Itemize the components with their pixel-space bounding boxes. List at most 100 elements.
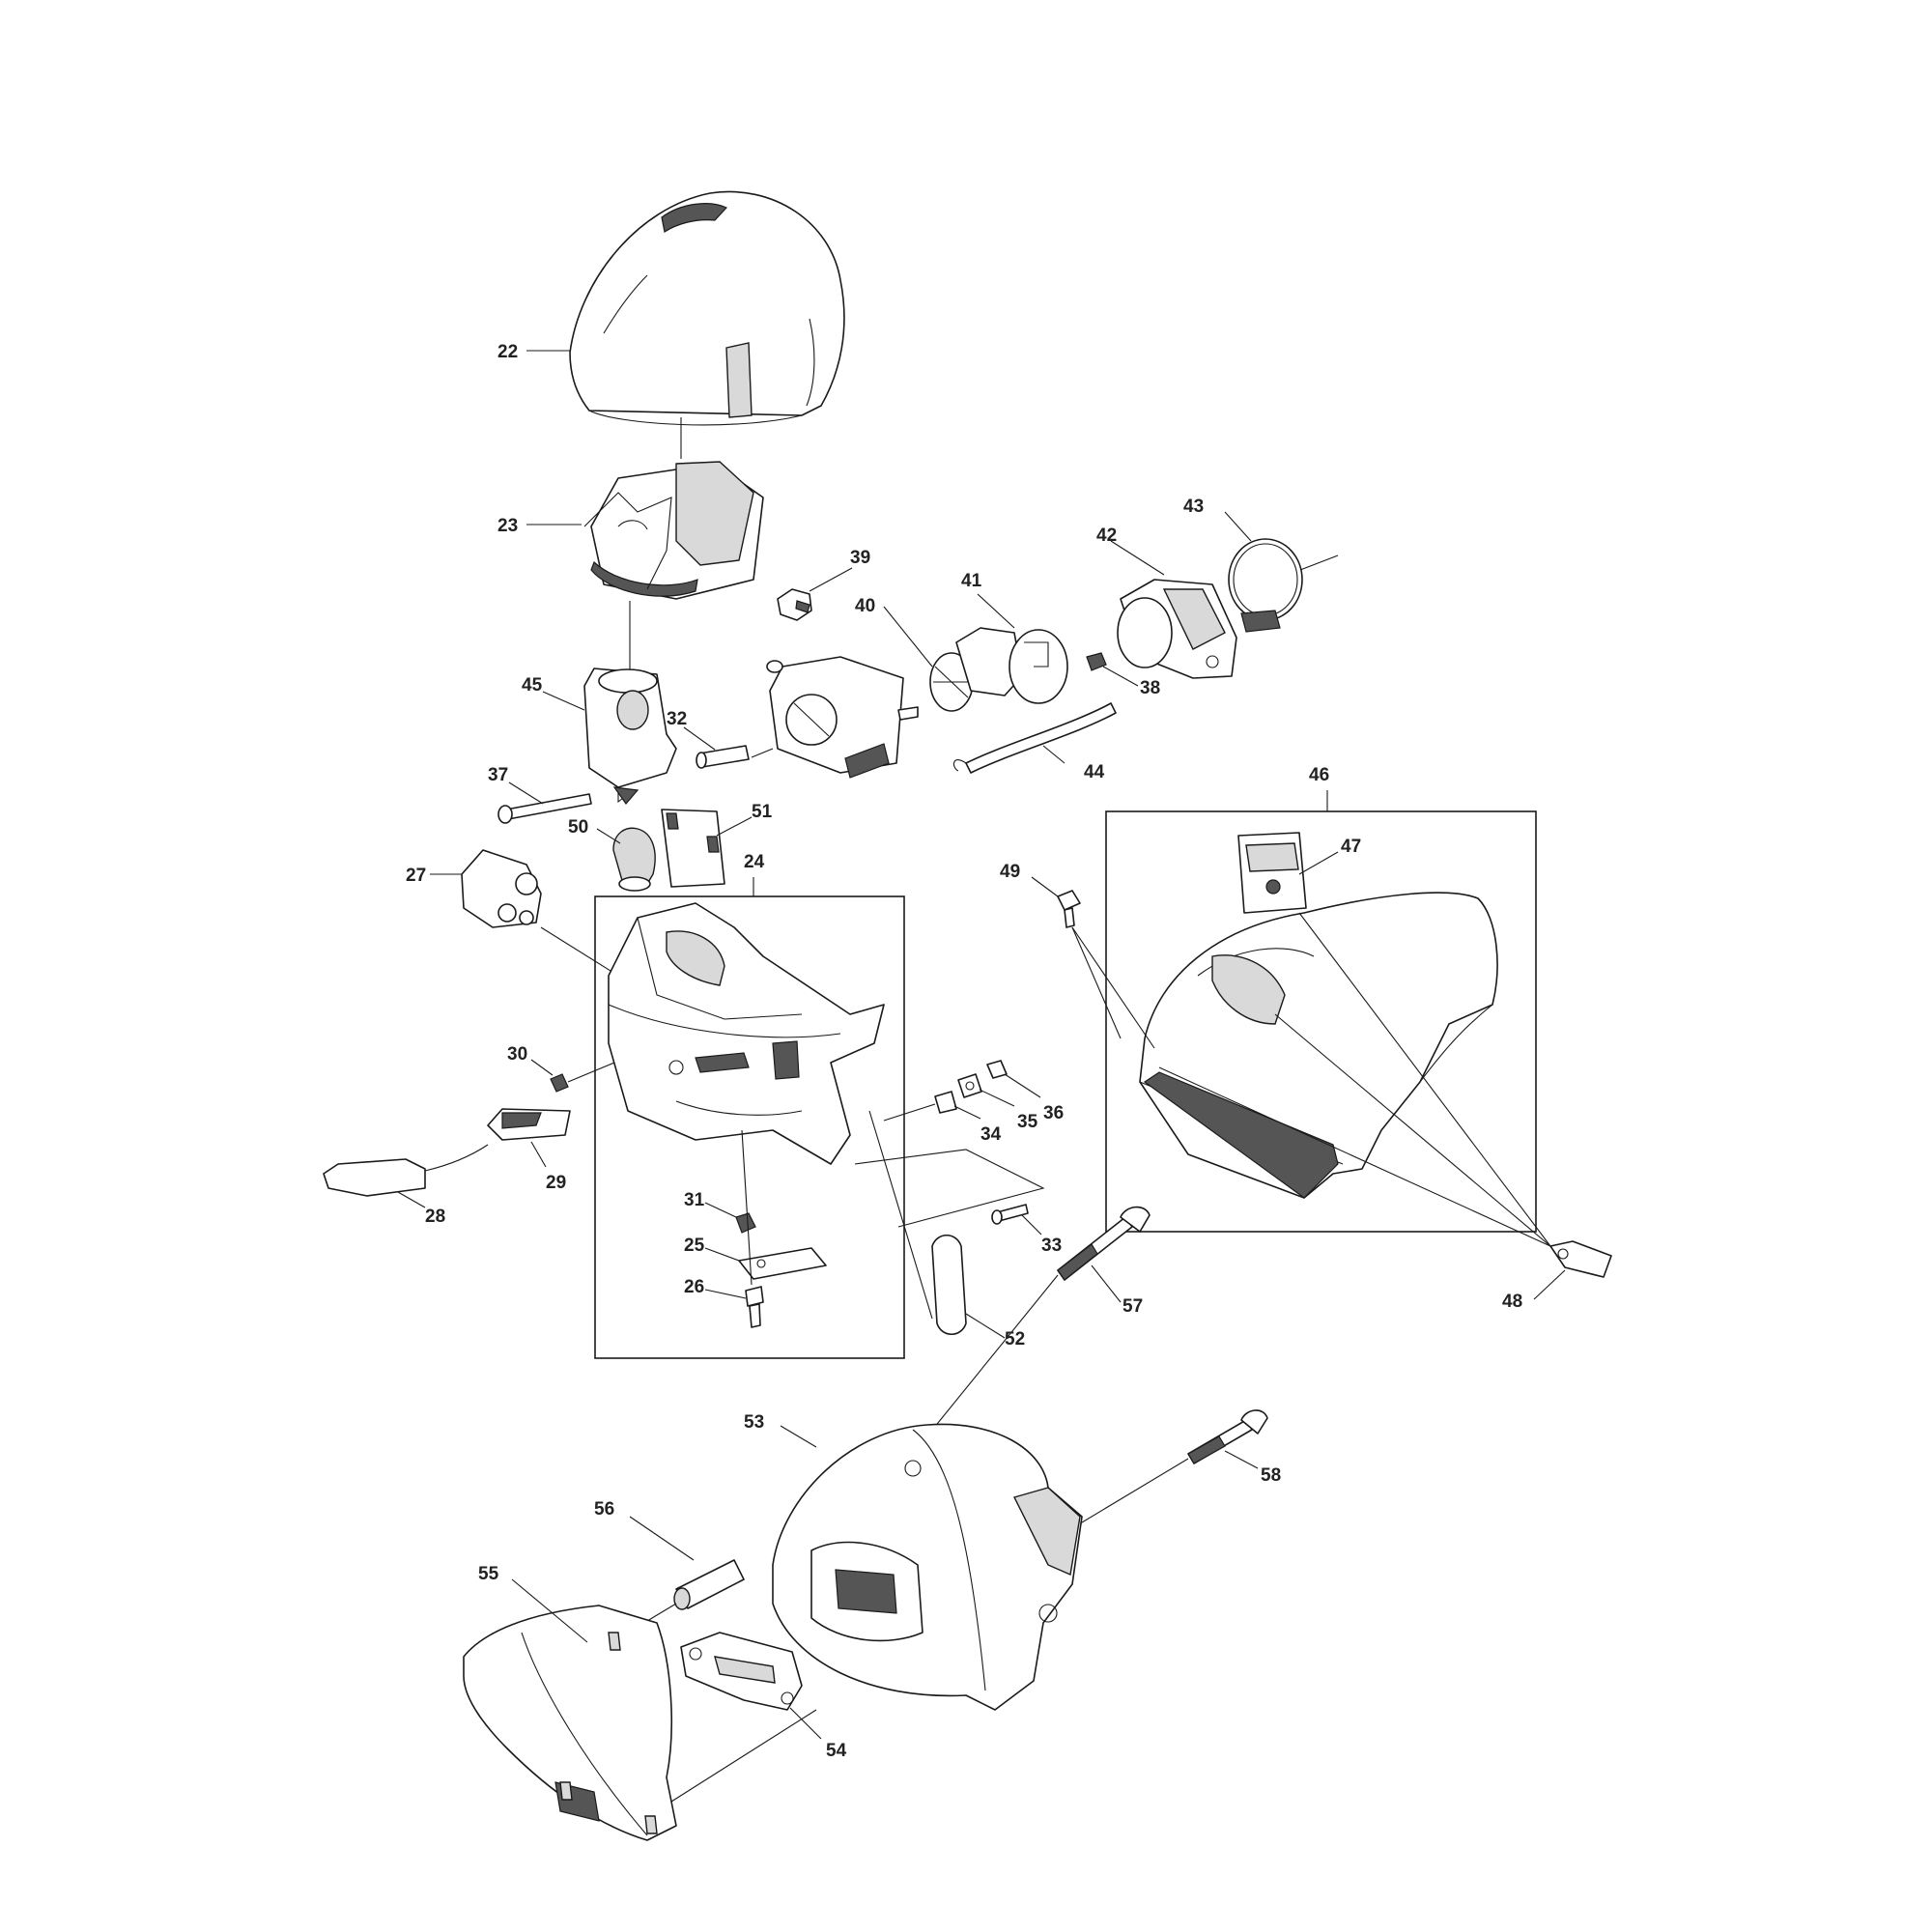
part-39-fitting [777,588,812,621]
part-36-nut [986,1060,1008,1079]
leader-44 [1042,745,1065,764]
part-43-clamp [1228,538,1303,633]
assembly-line-43 [1299,554,1339,571]
leader-47 [1298,851,1339,875]
leader-38 [1102,666,1139,687]
assembly-line-49a [1071,926,1155,1049]
leader-45 [542,691,585,711]
assembly-line-27 [540,926,619,977]
leader-29 [530,1141,547,1168]
label-28: 28 [425,1207,445,1227]
leader-52 [965,1313,1006,1339]
leader-26 [704,1289,747,1299]
leader-25 [704,1247,740,1262]
leader-30 [530,1059,554,1076]
leader-57 [1091,1264,1122,1303]
part-42-manifold [1117,579,1237,679]
label-22: 22 [497,342,518,362]
part-55-heat-shield [463,1605,677,1841]
leader-43 [1224,511,1252,542]
label-27: 27 [406,866,426,886]
part-38-nut [1086,652,1107,671]
label-46: 46 [1309,765,1329,785]
part-35-washer [957,1073,982,1098]
assembly-line-48a [1274,1013,1551,1247]
label-25: 25 [684,1236,705,1256]
label-45: 45 [522,675,543,696]
part-carburetor [766,656,919,779]
assembly-line-48b [1158,1066,1551,1247]
leader-36 [1004,1073,1041,1098]
leader-48 [1533,1269,1566,1300]
label-49: 49 [1000,862,1020,882]
label-57: 57 [1122,1296,1143,1317]
leader-37 [508,781,544,805]
label-56: 56 [594,1499,614,1520]
part-47-label [1237,832,1307,914]
leader-41 [977,593,1015,629]
label-55: 55 [478,1564,499,1584]
leader-28 [397,1191,426,1208]
label-38: 38 [1140,678,1160,698]
label-48: 48 [1502,1292,1522,1312]
group-box-24 [594,895,905,1359]
label-29: 29 [546,1173,566,1193]
assembly-line-58 [1066,1458,1189,1532]
label-30: 30 [507,1044,527,1065]
assembly-line-25-26 [741,1129,753,1286]
leader-51 [716,816,753,837]
part-23-air-filter [583,461,764,600]
leader-40 [883,606,933,668]
part-30-nut [550,1073,569,1093]
part-28-trigger [323,1144,489,1197]
part-46-side-cover [1139,892,1498,1199]
assembly-line-30 [567,1062,615,1083]
label-47: 47 [1341,837,1361,857]
label-39: 39 [850,548,870,568]
label-35: 35 [1017,1112,1038,1132]
leader-49 [1031,876,1059,897]
part-number-labels: 22 23 45 32 37 50 51 24 27 39 40 41 42 4… [406,342,1522,1761]
leader-33 [1021,1214,1042,1236]
label-23: 23 [497,516,518,536]
label-31: 31 [684,1190,705,1210]
label-34: 34 [980,1124,1002,1145]
leader-55 [511,1578,588,1643]
label-33: 33 [1041,1236,1062,1256]
part-22-top-cover [569,190,845,426]
part-53-muffler [772,1423,1083,1711]
part-48-tab [1549,1240,1612,1278]
leader-56 [629,1516,695,1561]
leader-34 [953,1105,981,1120]
assembly-line-48c [1298,912,1551,1247]
part-56-spacer [673,1559,745,1610]
part-51-plate [661,809,725,888]
label-32: 32 [667,709,687,729]
leader-32 [683,726,716,751]
leader-53 [780,1425,817,1448]
part-37-bolt [497,793,592,824]
label-43: 43 [1183,497,1204,517]
part-54-gasket [680,1632,803,1711]
label-42: 42 [1096,526,1117,546]
leader-50 [596,828,621,844]
leader-58 [1224,1450,1259,1469]
part-57-bolt [1057,1206,1151,1281]
part-45-filter-base [583,668,677,805]
label-26: 26 [684,1277,704,1297]
assembly-line-55 [670,1709,817,1803]
part-29-lever [487,1108,571,1141]
part-27-mount [461,849,542,928]
part-41-intake-ring [955,627,1068,704]
label-44: 44 [1084,762,1105,782]
leader-35 [979,1089,1015,1107]
leader-42 [1110,540,1165,576]
label-37: 37 [488,765,508,785]
assembly-line-49b [1071,926,1122,1039]
label-51: 51 [752,802,773,822]
label-41: 41 [961,571,982,591]
part-50-rubber-mount [612,827,656,892]
part-25-plate [738,1247,827,1280]
part-34-screw [934,1091,957,1114]
